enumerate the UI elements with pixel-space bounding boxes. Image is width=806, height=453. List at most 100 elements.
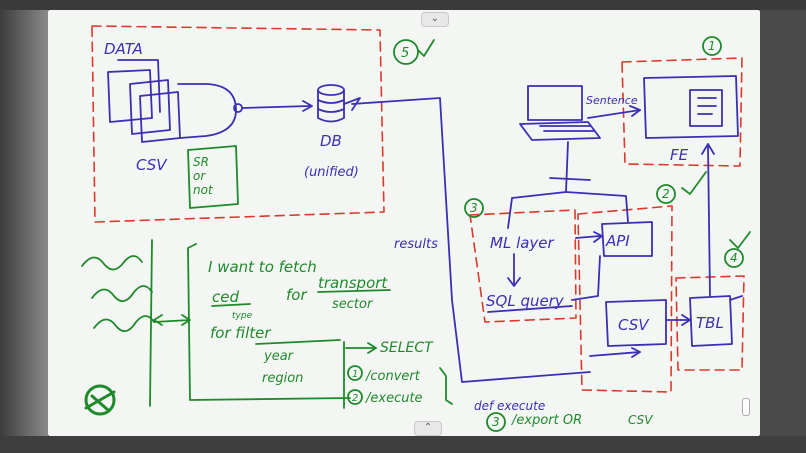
csv-tail-label: CSV <box>628 413 653 427</box>
region-label: region <box>262 371 303 386</box>
export-label: /export OR <box>511 413 582 428</box>
step4-check <box>729 231 751 249</box>
monitor-top-bezel <box>0 0 806 12</box>
sql-to-api <box>571 255 601 301</box>
step2-check <box>681 171 707 195</box>
laptop-to-ml <box>507 141 569 229</box>
squiggle-3 <box>93 315 155 332</box>
step3-label: 3 <box>470 201 478 215</box>
step4-circle <box>724 248 744 268</box>
ml-to-sql-head <box>507 277 521 287</box>
sql-query-label: SQL query <box>486 292 565 310</box>
left-divider <box>149 239 153 407</box>
convert-bracket <box>439 367 453 405</box>
transport-label: transport <box>318 274 388 292</box>
for-label: for <box>286 286 307 304</box>
step2-circle <box>656 184 676 204</box>
step5-check <box>417 39 435 57</box>
tbl-label: TBL <box>696 314 724 332</box>
fe-doc-lines <box>697 97 717 115</box>
csv-right-box <box>605 299 667 347</box>
select-label: SELECT <box>380 340 434 356</box>
laptop-keys <box>539 125 595 132</box>
laptop-to-api <box>565 191 629 223</box>
sentence-label: Sentence <box>586 94 638 107</box>
fe-label: FE <box>670 146 689 164</box>
tbl-box <box>689 295 733 347</box>
n1-label: 1 <box>352 369 358 380</box>
n3-label: 3 <box>492 415 500 429</box>
api-label: API <box>605 232 630 250</box>
logo-marks <box>84 390 116 412</box>
select-arrowhead <box>367 342 377 354</box>
merge-gate <box>177 83 237 139</box>
squiggle-2 <box>91 285 153 302</box>
or-label: or <box>193 169 206 183</box>
laptop-screen <box>527 85 583 121</box>
scroll-down-tab[interactable]: ⌃ <box>414 421 442 436</box>
ml-layer-label: ML layer <box>490 234 555 252</box>
laptop-base <box>519 121 601 141</box>
not-label: not <box>193 183 214 197</box>
for-filter-label: for filter <box>210 324 271 342</box>
green-text: SR or not 5 1 2 3 4 I want to fetch ced … <box>193 39 738 429</box>
csv-in-head <box>631 347 641 358</box>
convert-label: /convert <box>365 369 421 384</box>
scroll-up-tab[interactable]: ⌄ <box>421 12 449 27</box>
tbl-to-fe-head <box>701 143 715 155</box>
data-sheet-2 <box>117 59 161 113</box>
tbl-tick <box>729 295 743 301</box>
data-sheet-3 <box>129 79 171 135</box>
double-arrow <box>153 314 191 326</box>
logo-circle <box>84 384 116 416</box>
db-rings <box>317 99 345 113</box>
region-ml <box>469 209 577 323</box>
ml-to-api <box>575 235 601 239</box>
type-label: type <box>232 311 253 321</box>
step1-circle <box>702 36 722 56</box>
csv-left-label: CSV <box>136 156 168 174</box>
red-dashed-regions <box>91 25 745 393</box>
i-want-label: I want to fetch <box>208 258 317 276</box>
db-top <box>317 84 345 96</box>
blue-text: DATA CSV DB (unified) Sentence FE result… <box>104 40 724 413</box>
year-label: year <box>263 349 295 364</box>
region-fe <box>621 57 743 167</box>
data-sheet-1 <box>107 69 153 123</box>
ml-to-api-head <box>593 231 603 243</box>
green-ink <box>81 36 751 432</box>
unified-label: (unified) <box>304 165 359 180</box>
squiggle-1 <box>81 255 143 271</box>
sql-underline <box>487 305 573 313</box>
sentence-arrowhead <box>629 105 641 117</box>
def-execute-label: def execute <box>474 399 545 413</box>
text-bracket <box>187 243 351 401</box>
monitor-left-edge <box>0 10 48 453</box>
region-tbl <box>675 275 745 371</box>
step5-circle <box>393 39 419 65</box>
db-to-csv-line <box>351 97 591 383</box>
csv-in-line <box>589 351 641 357</box>
blue-ink <box>107 59 743 383</box>
region-data-db <box>91 25 385 223</box>
split-bar <box>549 177 591 181</box>
step5-label: 5 <box>401 46 409 61</box>
region-api-csv <box>577 205 673 393</box>
sr-box <box>187 145 239 209</box>
db-marks <box>343 97 361 111</box>
n2-label: 2 <box>352 393 358 404</box>
n1-circle <box>347 365 363 381</box>
scroll-indicator[interactable] <box>742 398 750 416</box>
arrowhead-db <box>302 100 313 112</box>
fe-doc <box>689 89 723 127</box>
data-label: DATA <box>104 40 143 58</box>
monitor-right-edge <box>760 10 806 453</box>
sentence-arrow <box>587 109 641 119</box>
step3-circle <box>464 198 484 218</box>
results-label: results <box>394 237 438 252</box>
monitor-bottom-bezel <box>0 436 806 453</box>
execute-label: /execute <box>365 391 423 406</box>
step2-label: 2 <box>662 187 670 201</box>
n2-circle <box>347 389 363 405</box>
